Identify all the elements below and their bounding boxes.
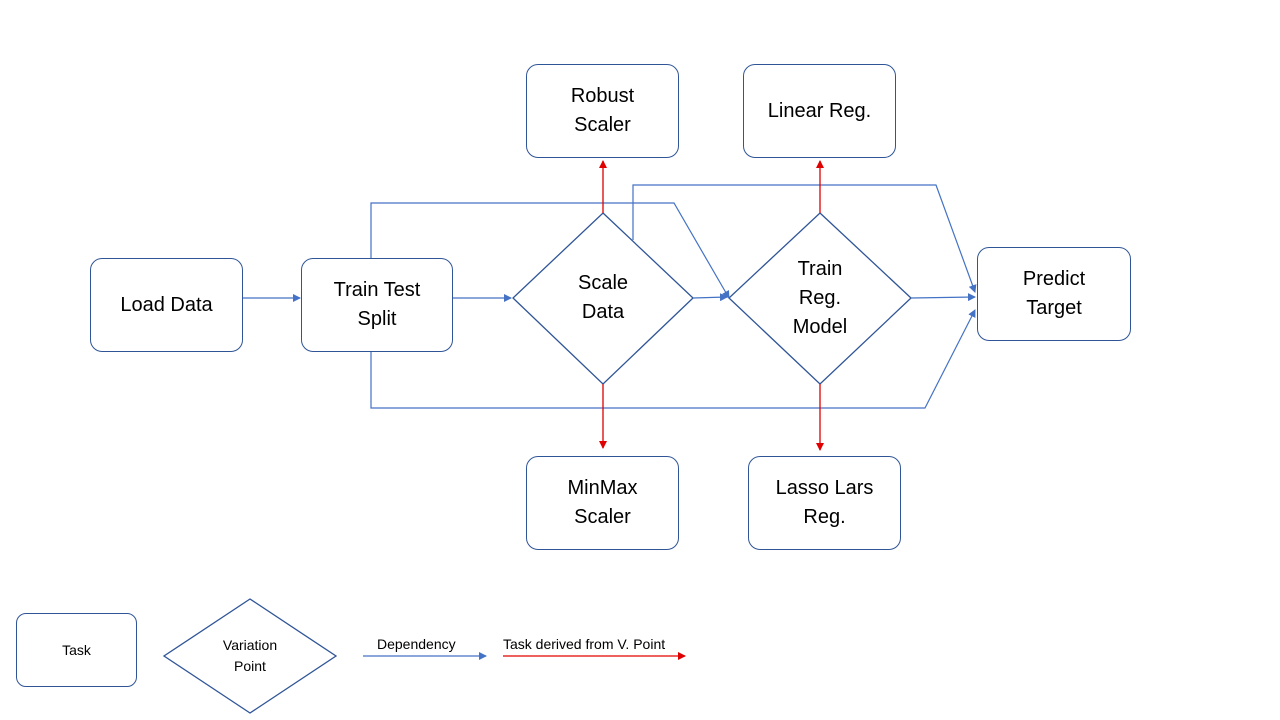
- scale-data-label: Scale Data: [577, 272, 629, 323]
- train-reg-model-label: Train Reg. Model: [792, 257, 848, 338]
- load-data-task: Load Data: [90, 258, 243, 352]
- scale-to-train-arrow: [692, 293, 728, 302]
- lasso-lars-reg-task: Lasso Lars Reg.: [748, 456, 901, 550]
- linear-reg-task: Linear Reg.: [743, 64, 896, 158]
- legend-dependency-label: Dependency: [377, 636, 456, 652]
- split-to-train-connector: [370, 202, 730, 299]
- legend-variation-point-diamond: [162, 598, 338, 714]
- legend-task-box: Task: [16, 613, 137, 687]
- legend-derived-label: Task derived from V. Point: [503, 636, 666, 652]
- scale-to-predict-connector: [632, 184, 977, 293]
- split-to-predict-connector: [370, 309, 976, 409]
- train-to-predict-arrow: [910, 293, 976, 302]
- train-test-split-task: Train Test Split: [301, 258, 453, 352]
- minmax-scaler-task: MinMax Scaler: [526, 456, 679, 550]
- robust-scaler-task: Robust Scaler: [526, 64, 679, 158]
- predict-target-task: Predict Target: [977, 247, 1131, 341]
- legend-variation-point-label: Variation Point: [222, 637, 278, 674]
